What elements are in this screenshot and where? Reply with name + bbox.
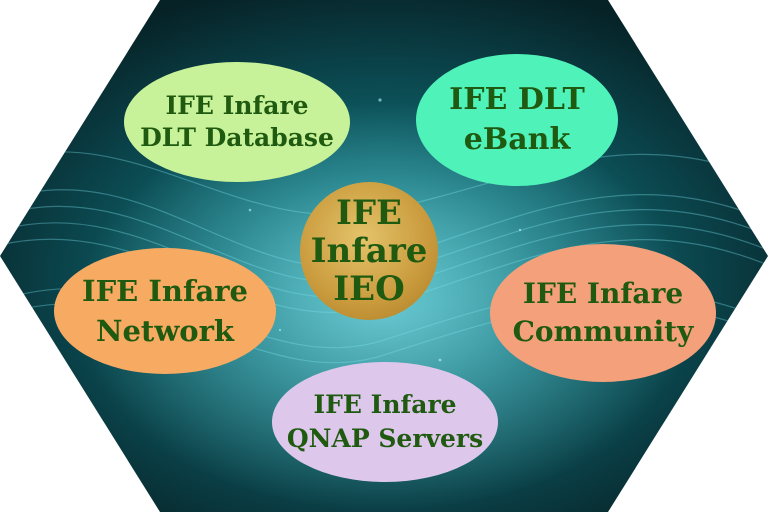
node-dlt-database: IFE Infare DLT Database [124,62,350,182]
node-community-line-1: IFE Infare [522,277,684,310]
node-qnap-servers: IFE Infare QNAP Servers [272,362,498,482]
node-qnap-line-1: IFE Infare [313,390,457,419]
node-center-ieo: IFE Infare IEO [300,182,438,320]
node-community: IFE Infare Community [490,244,716,382]
node-dlt-database-line-2: DLT Database [140,123,334,152]
node-dlt-database-line-1: IFE Infare [165,91,309,120]
node-qnap-line-2: QNAP Servers [286,424,484,453]
node-network: IFE Infare Network [54,248,276,374]
node-center-line-1: IFE [336,193,402,233]
node-dlt-ebank-line-2: eBank [463,122,571,157]
node-dlt-ebank: IFE DLT eBank [416,54,618,186]
node-center-line-3: IEO [333,269,405,309]
node-network-line-2: Network [95,314,235,348]
node-center-line-2: Infare [310,231,428,271]
node-community-line-2: Community [512,315,694,348]
node-dlt-ebank-line-1: IFE DLT [449,82,585,117]
node-network-line-1: IFE Infare [82,274,248,308]
